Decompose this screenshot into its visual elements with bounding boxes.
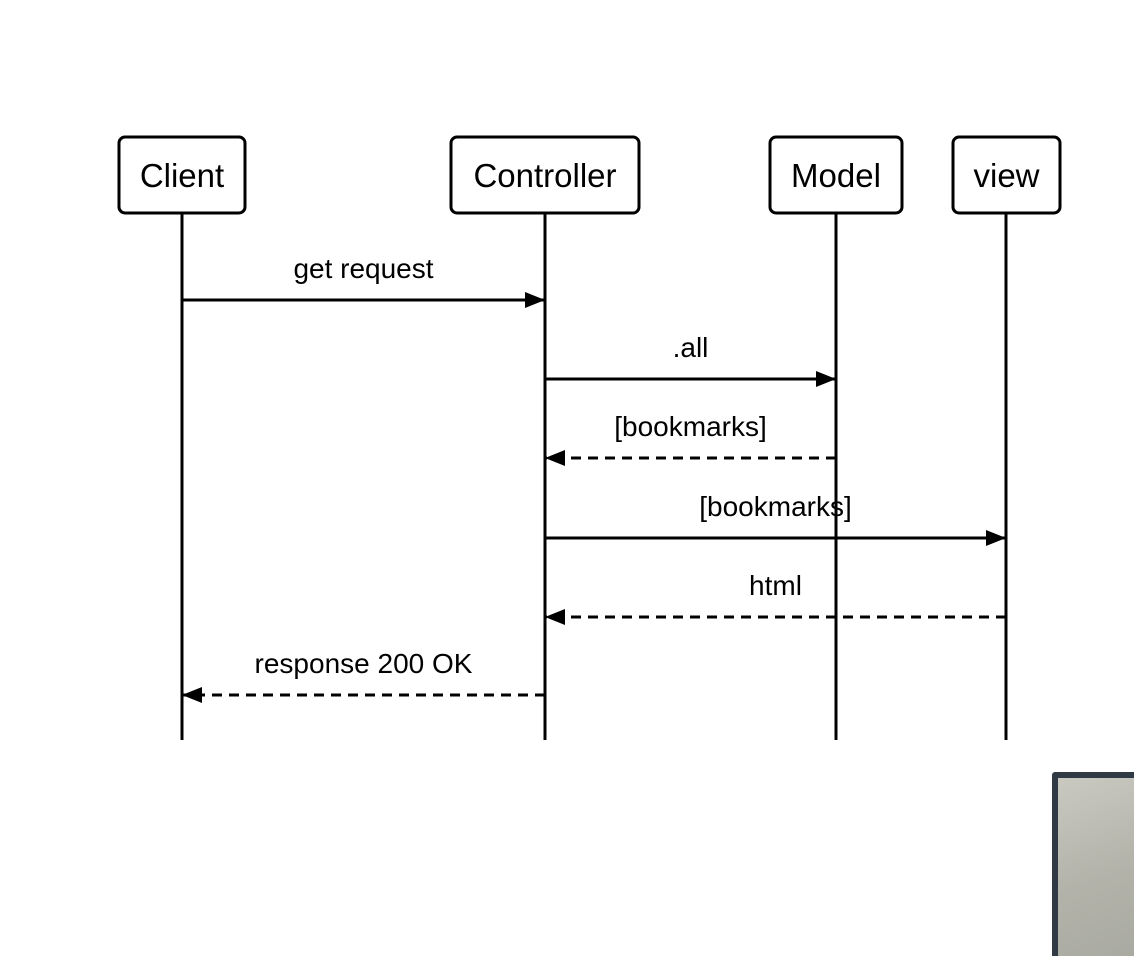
participant-label-view: view: [973, 157, 1039, 194]
message-3: [bookmarks]: [545, 411, 836, 466]
message-label-6: response 200 OK: [255, 648, 473, 679]
message-1: get request: [182, 253, 545, 308]
message-6: response 200 OK: [182, 648, 545, 703]
message-4: [bookmarks]: [545, 491, 1006, 546]
message-label-4: [bookmarks]: [699, 491, 852, 522]
message-label-2: .all: [673, 332, 709, 363]
participants-group: Client Controller Model view: [117, 135, 1062, 215]
participant-box-view: [951, 135, 1062, 215]
message-5: html: [545, 570, 1006, 625]
participant-label-controller: Controller: [473, 157, 616, 194]
participant-label-client: Client: [140, 157, 224, 194]
messages-group: get request .all [bookmarks] [bookmarks] htm…: [182, 253, 1006, 703]
participant-box-client: [117, 135, 247, 215]
participant-box-controller: [449, 135, 641, 215]
message-2: .all: [545, 332, 836, 387]
participant-model: Model: [768, 135, 904, 215]
participant-client: Client: [117, 135, 247, 215]
thumbnail-preview: [1058, 778, 1134, 956]
screenshot-thumbnail[interactable]: [1052, 772, 1134, 956]
message-label-1: get request: [293, 253, 433, 284]
message-label-5: html: [749, 570, 802, 601]
participant-label-model: Model: [791, 157, 881, 194]
participant-controller: Controller: [449, 135, 641, 215]
participant-box-model: [768, 135, 904, 215]
participant-view: view: [951, 135, 1062, 215]
message-label-3: [bookmarks]: [614, 411, 767, 442]
